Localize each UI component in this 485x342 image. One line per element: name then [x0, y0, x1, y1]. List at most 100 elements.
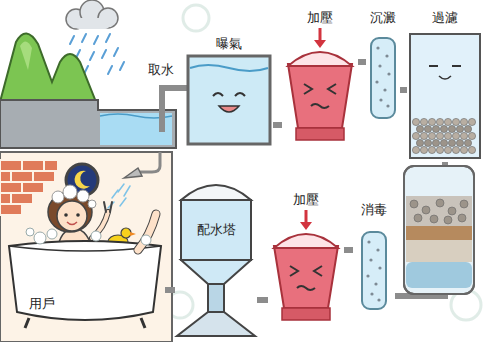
- pump-dome: [288, 52, 352, 66]
- intake-pipe: [162, 88, 190, 132]
- particles: [370, 292, 373, 295]
- node-label: 消毒: [353, 202, 395, 218]
- pump-base: [296, 128, 344, 140]
- filter-column: [444, 216, 452, 224]
- rubber-duck: [130, 232, 136, 236]
- rain: [102, 50, 106, 58]
- water-tower: 配水塔: [175, 172, 257, 340]
- face-mouth: [219, 106, 239, 112]
- gravel: [424, 125, 431, 132]
- wall-tiles: [0, 193, 11, 204]
- gravel: [448, 125, 455, 132]
- filter-column: [404, 166, 474, 294]
- water-surface: [190, 65, 268, 71]
- shower: [118, 184, 124, 192]
- bubbles: [34, 232, 46, 244]
- node-shape: [177, 185, 255, 336]
- bubbles: [26, 228, 151, 245]
- water-pipe: [344, 247, 353, 253]
- tube-vessel: [362, 232, 386, 309]
- particles: [386, 104, 389, 107]
- filter-column: [410, 199, 468, 224]
- gravel: [464, 125, 471, 132]
- wall-tiles: [11, 193, 33, 204]
- filter-column: [458, 214, 466, 222]
- gravel: [444, 146, 451, 153]
- shower: [136, 152, 160, 172]
- particles: [378, 64, 381, 67]
- shower: [124, 186, 130, 196]
- water-pipe: [273, 122, 282, 128]
- filter-column: [406, 226, 472, 240]
- particles: [387, 72, 390, 75]
- node-shape: [188, 56, 270, 144]
- wall-tiles: [22, 182, 44, 193]
- pump-unit: 加壓: [282, 8, 358, 142]
- pump-base: [282, 308, 330, 320]
- particles: [375, 46, 390, 107]
- face-eyes: [429, 65, 461, 67]
- gravel: [452, 132, 459, 139]
- rain: [120, 62, 124, 70]
- water-pipe: [165, 287, 175, 293]
- bather: [92, 212, 108, 238]
- node-shape: [5, 232, 165, 332]
- rain: [94, 36, 98, 44]
- wall-tiles: [0, 171, 11, 182]
- filter-column: [406, 196, 472, 226]
- water-basin: [0, 100, 176, 148]
- filter-column: [430, 215, 438, 223]
- particles: [375, 80, 378, 83]
- gravel: [420, 132, 427, 139]
- filter-column: [406, 240, 472, 262]
- pump-dome: [274, 234, 338, 248]
- shower: [120, 198, 126, 206]
- tube-vessel: [371, 38, 395, 118]
- gravel: [444, 132, 451, 139]
- bather: [64, 213, 68, 217]
- mountain: [20, 41, 32, 70]
- gravel: [412, 132, 419, 139]
- face-mouth: [439, 76, 451, 79]
- gravel: [468, 146, 475, 153]
- node-shape: [288, 28, 352, 140]
- tower-funnel: [181, 260, 251, 284]
- gravel: [456, 139, 463, 146]
- tower-dome: [181, 185, 251, 200]
- pump-body: [274, 246, 338, 308]
- face-eyes: [304, 84, 336, 94]
- rain: [82, 34, 86, 42]
- node-shape: [9, 241, 161, 328]
- shower: [112, 190, 118, 198]
- tank-wall: [188, 56, 270, 144]
- cloud: [66, 0, 118, 29]
- watermark: [183, 5, 209, 31]
- bubbles: [47, 229, 57, 239]
- mountain: [0, 33, 96, 102]
- aeration-tank: 曝氣: [185, 28, 273, 148]
- bather-leg: [138, 214, 156, 250]
- filter-column: [460, 200, 468, 208]
- wall-tiles: [0, 204, 22, 215]
- gravel: [456, 125, 463, 132]
- filter-column: [422, 206, 430, 214]
- shower: [124, 168, 142, 178]
- gravel: [460, 132, 467, 139]
- gravel: [468, 118, 475, 125]
- gravel: [468, 132, 475, 139]
- filter-tank: 過濾: [407, 8, 483, 162]
- tub-rim: [9, 246, 161, 251]
- gravel: [432, 139, 439, 146]
- bather: [77, 190, 89, 202]
- gravel: [428, 118, 435, 125]
- gravel: [436, 146, 443, 153]
- bather: [76, 213, 80, 217]
- node-label: 用戶: [29, 296, 55, 312]
- gravel: [424, 139, 431, 146]
- shower: [108, 152, 160, 208]
- filter-tank: [410, 34, 480, 158]
- wall-tiles: [11, 171, 33, 182]
- node-label: 加壓: [268, 192, 344, 208]
